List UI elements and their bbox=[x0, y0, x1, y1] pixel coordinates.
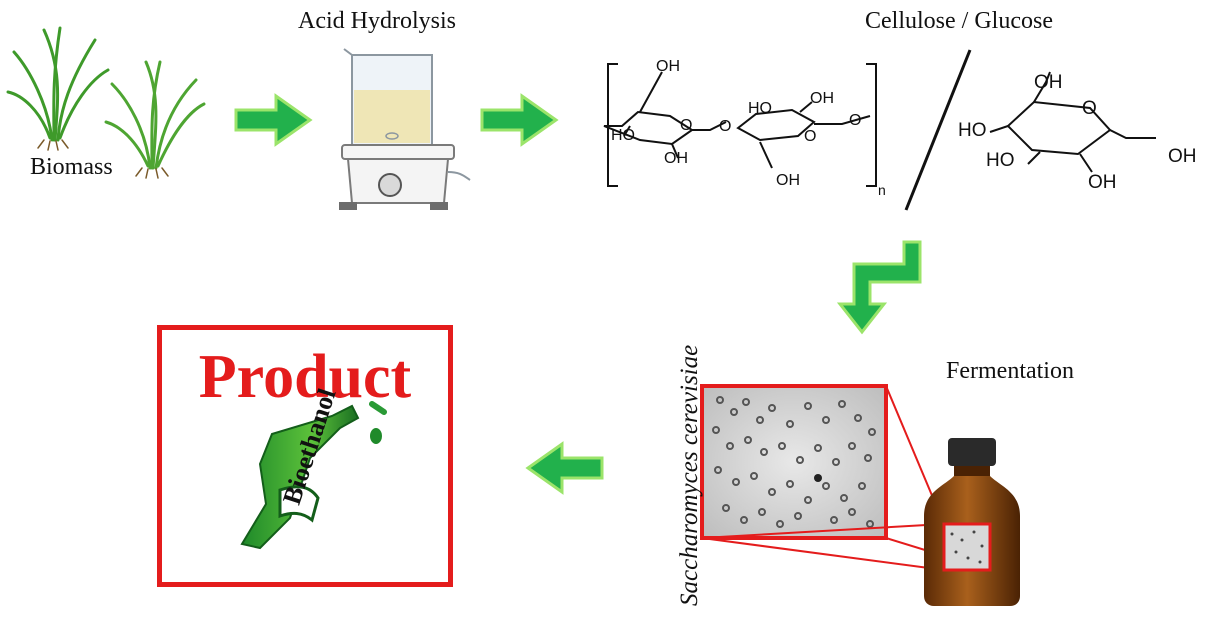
microscope-image bbox=[700, 384, 888, 540]
cellulose-oh-ring2: OH bbox=[810, 90, 834, 107]
cellulose-glucose-label: Cellulose / Glucose bbox=[865, 8, 1053, 34]
cellulose-ho-left: HO bbox=[611, 127, 635, 144]
glucose-oh-top: OH bbox=[1034, 72, 1063, 93]
arrow-right-2 bbox=[480, 93, 559, 147]
product-box: Product bbox=[157, 325, 453, 587]
cellulose-oh-bottom1: OH bbox=[664, 150, 688, 167]
glucose-oh-right: OH bbox=[1168, 146, 1197, 167]
arrow-right-1 bbox=[234, 93, 313, 147]
cellulose-o-ring1: O bbox=[680, 117, 693, 134]
hotplate-beaker-icon bbox=[339, 48, 471, 210]
cellulose-structure bbox=[603, 63, 877, 187]
acid-hydrolysis-label: Acid Hydrolysis bbox=[298, 8, 456, 34]
cellulose-o-right: O bbox=[849, 112, 862, 129]
arrow-down-zigzag bbox=[836, 240, 922, 335]
glucose-ho-1: HO bbox=[958, 120, 987, 141]
cellulose-oh-top: OH bbox=[656, 58, 680, 75]
cellulose-o-bridge: O bbox=[719, 118, 732, 135]
glucose-ho-2: HO bbox=[986, 150, 1015, 171]
cellulose-o-ring2: O bbox=[804, 128, 817, 145]
fuel-nozzle-icon bbox=[240, 401, 387, 550]
cellulose-n: n bbox=[878, 182, 886, 198]
cellulose-oh-bottom2: OH bbox=[776, 172, 800, 189]
glucose-structure bbox=[989, 71, 1156, 173]
arrow-left bbox=[525, 441, 604, 495]
glucose-oh-bottom: OH bbox=[1088, 172, 1117, 193]
cellulose-ho-ring2: HO bbox=[748, 100, 772, 117]
divider-line bbox=[904, 49, 972, 211]
species-label: Saccharomyces cerevisiae bbox=[676, 344, 703, 606]
fermentation-bottle-icon bbox=[924, 438, 1020, 606]
biomass-label: Biomass bbox=[30, 154, 113, 180]
biomass-plants-icon bbox=[6, 26, 206, 179]
product-title: Product bbox=[198, 343, 412, 411]
glucose-o-ring: O bbox=[1082, 98, 1097, 119]
fermentation-label: Fermentation bbox=[946, 358, 1074, 384]
